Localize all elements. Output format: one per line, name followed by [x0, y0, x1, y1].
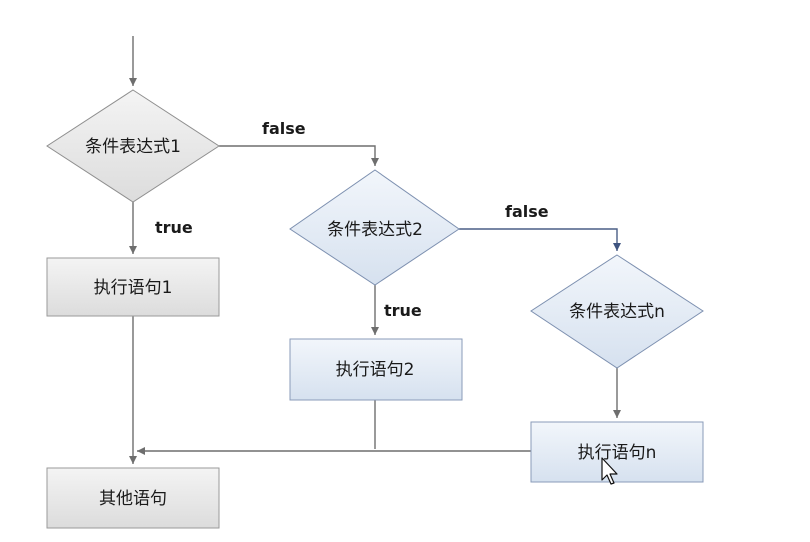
label-cond2: 条件表达式2 — [327, 220, 423, 240]
label-stmt2: 执行语句2 — [336, 360, 415, 380]
cursor-icon — [601, 457, 618, 485]
process-stmt1 — [46, 257, 220, 317]
decision-cond2 — [289, 169, 460, 286]
process-stmtn — [530, 421, 704, 483]
label-stmtn: 执行语句n — [578, 443, 657, 463]
decision-condn — [530, 254, 704, 369]
process-stmt2 — [289, 338, 463, 401]
label-stmt1: 执行语句1 — [94, 278, 173, 298]
edge-label-cond2-false: false — [505, 202, 549, 221]
label-cond1: 条件表达式1 — [85, 137, 181, 157]
decision-cond1 — [46, 89, 220, 203]
edge-cond1-false — [219, 145, 379, 166]
label-other: 其他语句 — [99, 489, 167, 509]
edge-cond2-false — [459, 228, 621, 251]
edge-label-cond2-true: true — [384, 301, 422, 320]
edge-label-cond1-true: true — [155, 218, 193, 237]
label-condn: 条件表达式n — [569, 302, 665, 322]
process-other — [46, 467, 220, 529]
edge-label-cond1-false: false — [262, 119, 306, 138]
